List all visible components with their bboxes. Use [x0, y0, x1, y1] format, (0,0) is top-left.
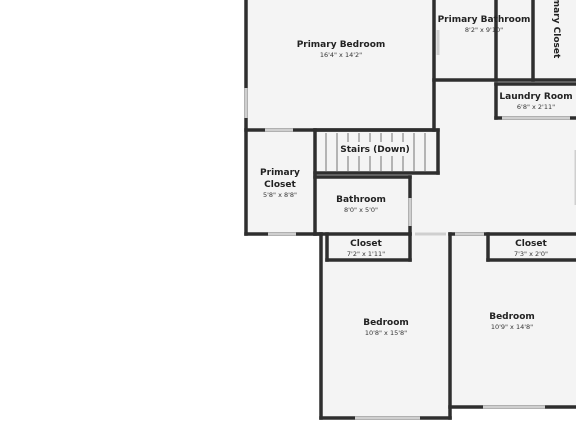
room-name-bedroom-right: Bedroom: [489, 312, 535, 322]
openings: [244, 30, 576, 420]
room-name-primary-bedroom: Primary Bedroom: [297, 40, 386, 50]
room-name-primary-bathroom: Primary Bathroom: [438, 15, 531, 25]
room-name-primary-closet-line2: Closet: [264, 180, 296, 190]
room-dims-closet-left: 7'2" x 1'11": [347, 250, 385, 258]
room-name-bathroom: Bathroom: [336, 195, 386, 205]
room-dims-bedroom-left: 10'8" x 15'8": [365, 329, 407, 337]
room-name-stairs: Stairs (Down): [340, 145, 409, 155]
room-name-closet-left: Closet: [350, 239, 382, 249]
room-name-bedroom-left: Bedroom: [363, 318, 409, 328]
room-dims-primary-bathroom: 8'2" x 9'10": [465, 26, 503, 34]
room-dims-closet-right: 7'3" x 2'0": [514, 250, 548, 258]
room-name-primary-closet-side: mary Closet: [551, 0, 561, 59]
room-dims-bathroom: 8'0" x 5'0": [344, 206, 378, 214]
room-name-closet-right: Closet: [515, 239, 547, 249]
room-dims-primary-closet: 5'8" x 8'8": [263, 191, 297, 199]
room-dims-laundry-room: 6'8" x 2'11": [517, 103, 555, 111]
stairs-label-bg: [342, 142, 408, 156]
room-name-primary-closet-line1: Primary: [260, 168, 300, 178]
room-dims-primary-bedroom: 16'4" x 14'2": [320, 51, 362, 59]
room-name-laundry-room: Laundry Room: [499, 92, 572, 102]
room-dims-bedroom-right: 10'9" x 14'8": [491, 323, 533, 331]
